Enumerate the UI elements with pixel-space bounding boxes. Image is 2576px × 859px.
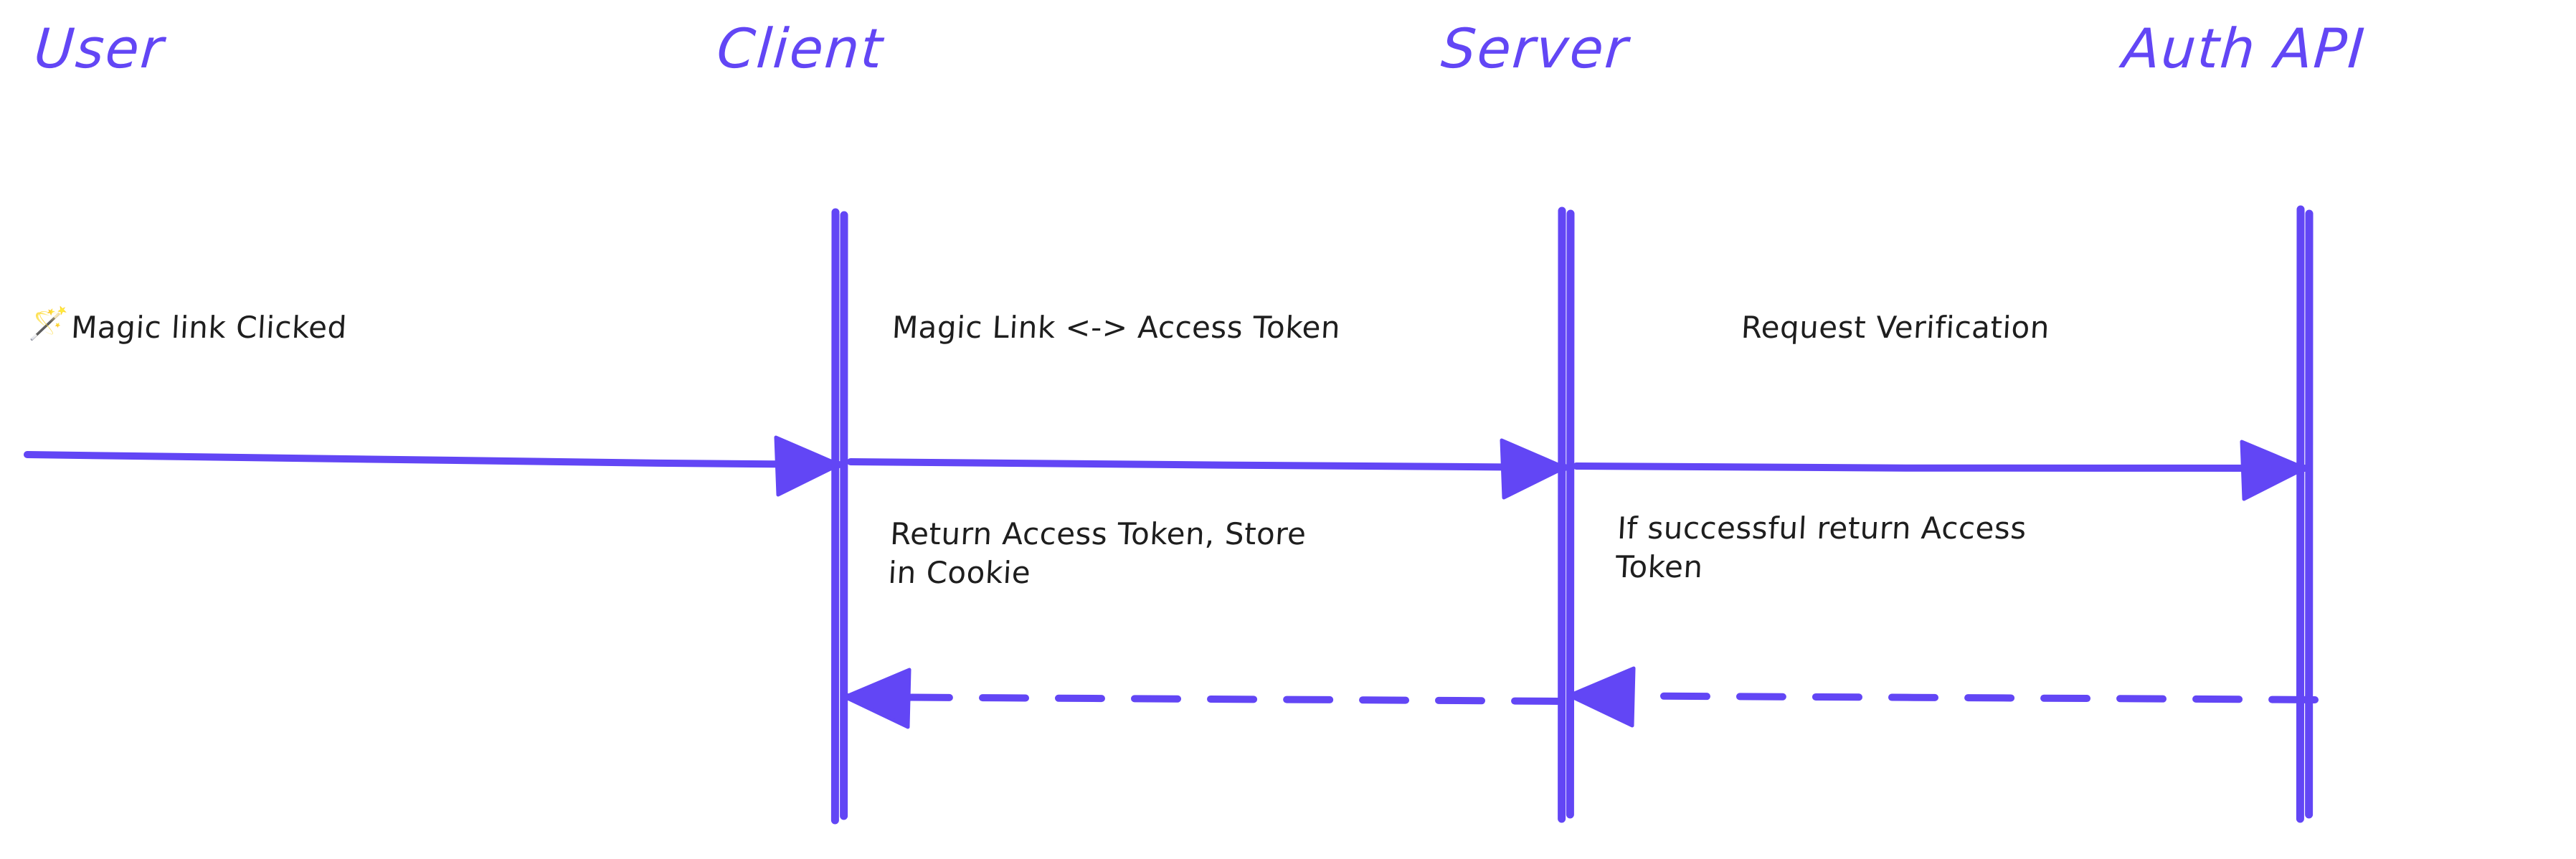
message-label-if-successful-return-token[interactable]: If successful return Access Token — [1614, 511, 2028, 584]
participant-title-auth-api[interactable]: Auth API — [2120, 16, 2368, 80]
message-label-magic-link-access-token[interactable]: Magic Link <-> Access Token — [891, 310, 1342, 345]
arrow-auth-api-to-server-return — [1566, 666, 2319, 728]
arrow-server-to-client-return — [841, 668, 1561, 729]
lifeline-server — [1558, 207, 1575, 823]
arrow-client-to-server — [847, 438, 1568, 500]
participant-title-user[interactable]: User — [32, 16, 167, 80]
arrow-user-to-client — [24, 435, 843, 497]
message-label-magic-link-clicked[interactable]: 🪄 Magic link Clicked — [27, 305, 349, 347]
participant-title-client[interactable]: Client — [714, 16, 886, 80]
magic-wand-icon: 🪄 — [27, 305, 70, 342]
message-label-request-verification[interactable]: Request Verification — [1740, 310, 2051, 345]
participant-title-server[interactable]: Server — [1439, 16, 1632, 80]
message-label-return-access-token-cookie[interactable]: Return Access Token, Store in Cookie — [887, 516, 1307, 590]
message-label-magic-link-clicked-text: Magic link Clicked — [70, 310, 349, 345]
lifeline-client — [830, 208, 848, 825]
lifeline-auth-api — [2296, 205, 2314, 823]
arrow-server-to-auth-api — [1573, 440, 2309, 501]
